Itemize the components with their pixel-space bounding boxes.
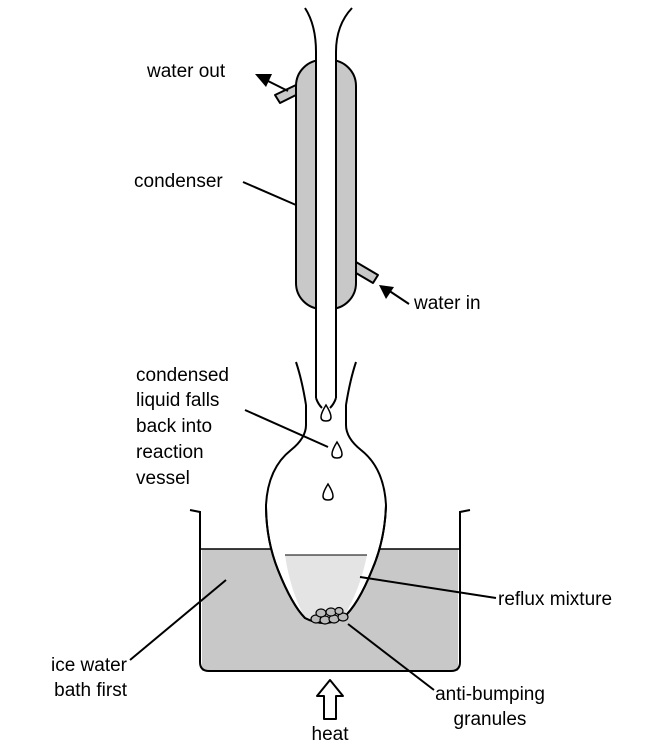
condensed-label-line-3: back into bbox=[136, 416, 213, 437]
reaction-flask bbox=[264, 361, 388, 624]
condensed-droplets bbox=[320, 403, 343, 501]
anti-bumping-label-line-2: granules bbox=[453, 709, 527, 730]
flask-socket-right bbox=[345, 361, 357, 406]
inner-tube-top-right bbox=[335, 7, 353, 53]
beaker bbox=[189, 509, 471, 672]
anti-bumping-leader bbox=[347, 623, 435, 691]
reflux-mixture-leader bbox=[359, 576, 497, 599]
water-in-arrowhead-icon bbox=[379, 285, 394, 299]
inner-tube-tip-right bbox=[329, 397, 337, 409]
flask-socket-left bbox=[295, 361, 307, 406]
reflux-mixture-label: reflux mixture bbox=[498, 589, 613, 610]
water-in-label: water in bbox=[414, 293, 481, 314]
leader-lines bbox=[129, 77, 497, 691]
condenser-leader bbox=[242, 181, 297, 206]
inner-tube-tip-left bbox=[315, 397, 323, 409]
condensed-leader bbox=[244, 409, 329, 448]
inner-tube-top-left bbox=[304, 7, 317, 53]
heat-label: heat bbox=[311, 724, 349, 745]
ice-water-label-line-1: ice water bbox=[50, 655, 127, 676]
condenser bbox=[274, 7, 379, 409]
heat-arrow-icon bbox=[316, 679, 344, 720]
anti-bumping-label-line-1: anti-bumping bbox=[435, 684, 545, 705]
anti-bumping-granules bbox=[310, 606, 349, 625]
water-outlet-tube bbox=[274, 84, 297, 104]
water-in-arrow-shaft bbox=[387, 289, 410, 305]
condensed-label-line-2: liquid falls bbox=[136, 390, 220, 411]
condensed-label-line-5: vessel bbox=[136, 468, 190, 489]
condensed-label-line-1: condensed bbox=[136, 365, 229, 386]
condensed-label-line-4: reaction bbox=[136, 442, 204, 463]
water-out-label: water out bbox=[147, 61, 226, 82]
ice-water-leader bbox=[129, 579, 227, 661]
condenser-label: condenser bbox=[134, 171, 223, 192]
water-inlet-tube bbox=[355, 261, 379, 284]
ice-water-label-line-2: bath first bbox=[54, 680, 127, 701]
water-out-arrowhead-icon bbox=[255, 74, 272, 87]
reflux-mixture-liquid bbox=[285, 555, 367, 623]
condenser-inner-tube bbox=[316, 50, 336, 370]
